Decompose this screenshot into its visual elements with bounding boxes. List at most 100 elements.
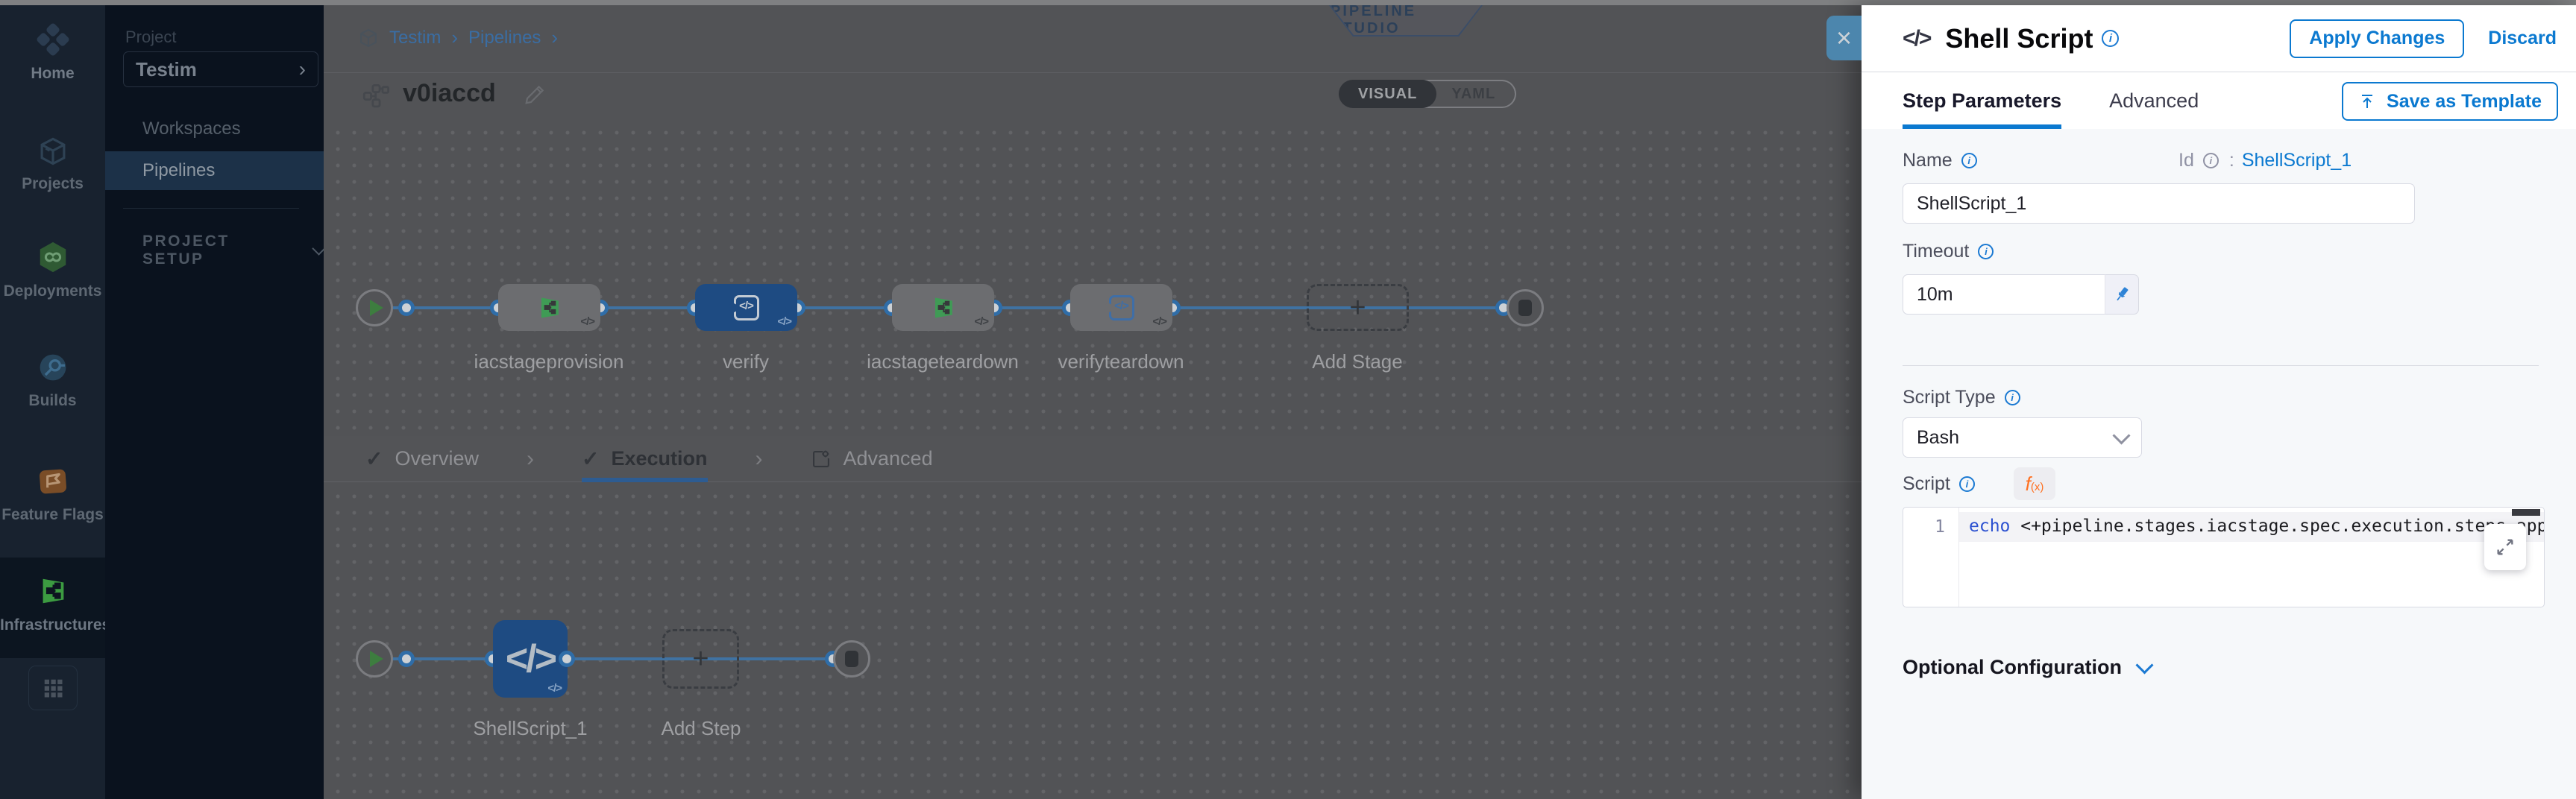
apply-changes-button[interactable]: Apply Changes <box>2290 19 2465 58</box>
info-icon[interactable]: i <box>2004 390 2020 405</box>
stage-graph: </> </> </> </> <box>324 119 1862 436</box>
toggle-yaml[interactable]: YAML <box>1424 80 1517 108</box>
script-label: Script i <box>1903 473 1975 495</box>
section-divider <box>1903 365 2539 366</box>
sidebar-item-infrastructures[interactable]: Infrastructures <box>0 573 111 634</box>
step-label: ShellScript_1 <box>473 717 588 739</box>
name-input[interactable] <box>1903 183 2415 224</box>
edge-connector <box>559 651 575 667</box>
plus-icon: + <box>692 643 709 675</box>
breadcrumb-separator: › <box>551 26 559 48</box>
drawer-close-button[interactable]: × <box>1826 16 1862 60</box>
editor-code-line[interactable]: echo <+pipeline.stages.iacstage.spec.exe… <box>1969 517 2545 536</box>
execution-end-node[interactable] <box>833 640 870 678</box>
editor-scrollbar-thumb[interactable] <box>2512 509 2540 516</box>
info-icon[interactable]: i <box>2202 153 2219 168</box>
runtime-input-pin-button[interactable] <box>2105 274 2139 315</box>
sidebar-item-feature-flags[interactable]: Feature Flags <box>0 464 105 524</box>
expression-fx-button[interactable]: f (x) <box>2014 467 2055 500</box>
stage-node-verifyteardown[interactable]: </> </> <box>1070 284 1172 331</box>
tab-step-parameters[interactable]: Step Parameters <box>1903 72 2062 129</box>
info-icon[interactable]: i <box>2102 30 2120 47</box>
stage-node-verify[interactable]: </> </> <box>695 284 797 331</box>
add-step-button[interactable]: + <box>662 629 739 689</box>
add-stage-button[interactable]: + <box>1307 284 1409 331</box>
info-icon[interactable]: i <box>1978 244 1994 259</box>
tab-advanced[interactable]: Advanced <box>811 436 933 482</box>
execution-graph: </> </> + ShellScript_1 Add Step <box>324 482 1862 799</box>
tab-label: Execution <box>611 447 708 470</box>
pin-icon <box>2112 285 2132 304</box>
breadcrumb-link-pipelines[interactable]: Pipelines <box>468 27 541 48</box>
save-as-template-button[interactable]: Save as Template <box>2342 82 2558 121</box>
sidebar-item-builds[interactable]: Builds <box>0 350 105 410</box>
sidebar-item-projects[interactable]: Projects <box>0 133 105 193</box>
sidebar-item-label: Infrastructures <box>0 616 111 634</box>
breadcrumb: Testim › Pipelines › <box>358 26 558 49</box>
builds-icon <box>35 350 71 385</box>
optional-configuration-label: Optional Configuration <box>1903 656 2122 678</box>
sidebar-item-home[interactable]: Home <box>0 22 105 83</box>
info-icon[interactable]: i <box>1958 476 1975 492</box>
step-id-value[interactable]: ShellScript_1 <box>2241 150 2352 171</box>
project-selector[interactable]: Testim › <box>123 51 318 87</box>
pipeline-studio-label: PIPELINE STUDIO <box>1331 3 1417 37</box>
sidebar-item-label: Home <box>31 65 75 82</box>
tab-label: Overview <box>395 447 479 470</box>
drawer-title: Shell Script <box>1945 22 2093 54</box>
sidebar-item-pipelines[interactable]: Pipelines <box>105 151 324 190</box>
sidebar-item-label: Projects <box>22 175 84 192</box>
shell-script-icon: </> <box>1903 25 1932 51</box>
plus-icon: + <box>1349 291 1366 323</box>
sidebar-item-deployments[interactable]: Deployments <box>0 239 105 300</box>
edit-pencil-icon[interactable] <box>524 83 546 106</box>
drawer-header: </> Shell Script i Apply Changes Discard <box>1862 5 2576 72</box>
deployments-icon <box>35 239 71 275</box>
tab-label: Advanced <box>2109 89 2199 112</box>
sidebar-item-workspaces[interactable]: Workspaces <box>105 110 324 148</box>
tab-label: Step Parameters <box>1903 89 2062 112</box>
optional-configuration-toggle[interactable]: Optional Configuration <box>1903 656 2154 679</box>
timeout-input[interactable] <box>1903 274 2105 315</box>
visual-yaml-toggle: VISUAL YAML <box>1339 80 1517 108</box>
chevron-right-icon: › <box>298 57 306 80</box>
pipeline-start-node[interactable] <box>356 289 393 326</box>
script-type-label: Script Type i <box>1903 387 2020 408</box>
stage-node-iacstageprovision[interactable]: </> <box>498 284 600 331</box>
tab-advanced-drawer[interactable]: Advanced <box>2109 72 2199 129</box>
stage-label: verifyteardown <box>1058 350 1184 373</box>
stop-icon <box>845 651 858 667</box>
apps-grid-button[interactable] <box>28 666 78 710</box>
project-setup-toggle[interactable]: PROJECT SETUP <box>142 233 326 268</box>
add-stage-label: Add Stage <box>1312 350 1403 373</box>
chevron-right-icon: › <box>755 446 763 471</box>
execution-start-node[interactable] <box>356 640 393 678</box>
infrastructure-stage-icon <box>541 297 559 318</box>
add-step-label: Add Step <box>661 717 741 739</box>
editor-gutter-divider <box>1958 508 1959 607</box>
step-node-shellscript[interactable]: </> </> <box>493 620 568 698</box>
apps-grid-icon <box>42 677 64 699</box>
info-icon[interactable]: i <box>1961 153 1977 168</box>
stage-node-iacstageteardown[interactable]: </> <box>892 284 994 331</box>
tab-execution[interactable]: ✓ Execution <box>582 436 708 482</box>
breadcrumb-link-project[interactable]: Testim <box>389 27 442 48</box>
code-text: <+pipeline.stages.iacstage.spec.executio… <box>2010 517 2545 536</box>
stop-icon <box>1518 300 1532 316</box>
tab-overview[interactable]: ✓ Overview <box>365 436 479 482</box>
editor-expand-button[interactable] <box>2484 524 2526 570</box>
project-cube-icon <box>358 28 379 48</box>
script-type-select[interactable]: Bash <box>1903 417 2142 458</box>
breadcrumb-separator: › <box>451 26 459 48</box>
script-code-editor[interactable]: 1 echo <+pipeline.stages.iacstage.spec.e… <box>1903 507 2545 607</box>
toggle-visual[interactable]: VISUAL <box>1339 80 1437 108</box>
sidebar-divider <box>123 208 299 209</box>
pipeline-title-row: v0iaccd VISUAL YAML <box>324 73 1862 118</box>
check-icon: ✓ <box>582 447 600 470</box>
pipeline-end-node[interactable] <box>1507 289 1544 326</box>
workspaces-label: Workspaces <box>142 119 241 139</box>
advanced-tab-icon <box>811 449 832 470</box>
script-label-row: Script i f (x) <box>1903 467 2055 500</box>
close-icon: × <box>1835 22 1853 53</box>
discard-button[interactable]: Discard <box>2488 28 2557 48</box>
